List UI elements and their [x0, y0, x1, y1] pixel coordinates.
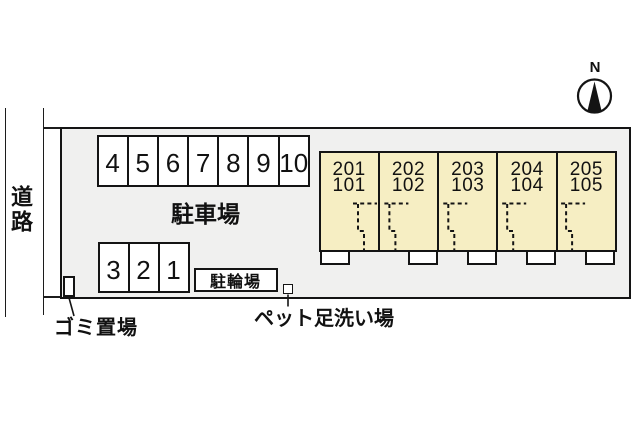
unit-porch-103 — [467, 250, 498, 265]
site-top-extension-line — [42, 126, 62, 129]
unit-porch-105 — [585, 250, 615, 265]
unit-porch-101 — [320, 250, 350, 265]
garbage-area-label: ゴミ置場 — [54, 317, 138, 339]
parking-space-2: 2 — [127, 241, 160, 293]
site-bottom-extension-line — [42, 296, 62, 298]
parking-space-1: 1 — [157, 241, 190, 293]
unit-porch-104 — [526, 250, 557, 265]
parking-space-7: 7 — [187, 134, 220, 187]
compass-north-label: N — [589, 59, 601, 76]
pet-wash-label: ペット足洗い場 — [254, 308, 394, 330]
parking-space-6: 6 — [156, 134, 190, 187]
compass: N — [573, 60, 617, 116]
unit-porch-102 — [408, 250, 439, 265]
parking-space-5: 5 — [126, 134, 159, 187]
pet-wash-box — [283, 284, 293, 294]
road-right-line — [42, 108, 44, 315]
road-left-line — [4, 108, 6, 317]
parking-space-4: 4 — [96, 134, 129, 187]
compass-icon — [576, 78, 613, 114]
parking-space-9: 9 — [247, 134, 280, 187]
parking-space-10: 10 — [277, 134, 310, 187]
road-label: 道路 — [8, 185, 33, 235]
garbage-area-box — [62, 275, 75, 297]
parking-area-label: 駐車場 — [171, 201, 240, 227]
parking-space-8: 8 — [217, 134, 250, 187]
parking-space-3: 3 — [97, 241, 130, 293]
bicycle-parking-box: 駐輪場 — [193, 268, 278, 292]
